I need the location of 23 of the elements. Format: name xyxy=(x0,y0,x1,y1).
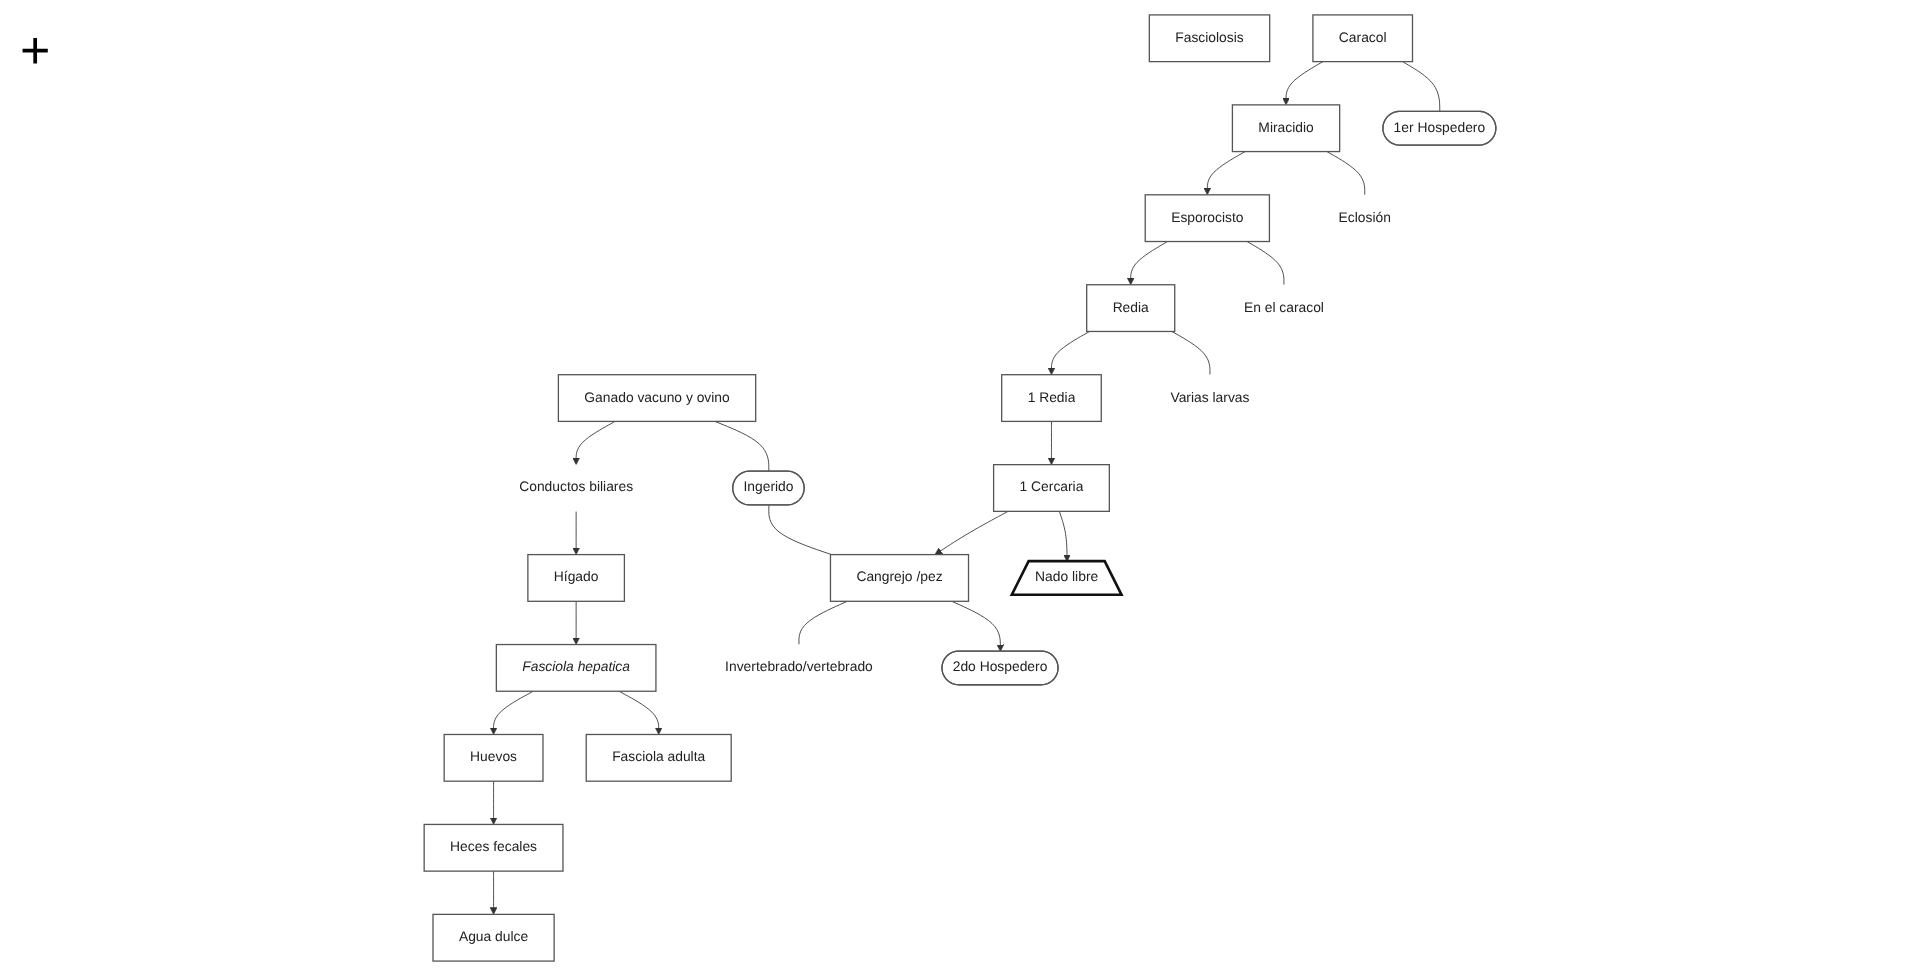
connector xyxy=(713,421,769,472)
connector xyxy=(797,600,847,645)
node-box xyxy=(1085,284,1175,333)
node-box xyxy=(1230,104,1340,153)
node-box xyxy=(991,464,1109,512)
plus-sign: + xyxy=(20,20,51,80)
connector xyxy=(1401,61,1440,113)
node-box xyxy=(494,643,656,692)
node-box xyxy=(1143,194,1270,243)
node-box xyxy=(422,823,563,872)
node-box xyxy=(1000,374,1101,423)
node-box xyxy=(584,733,731,782)
node-box xyxy=(556,374,756,423)
connector xyxy=(1170,331,1210,376)
node-box xyxy=(828,553,969,602)
connector xyxy=(1245,241,1284,286)
node-box xyxy=(1311,14,1413,63)
node-box xyxy=(526,553,625,602)
connector xyxy=(767,504,831,555)
node-box xyxy=(431,913,554,962)
node-box xyxy=(1147,14,1270,63)
node-box xyxy=(442,733,543,782)
connector xyxy=(1325,151,1365,196)
